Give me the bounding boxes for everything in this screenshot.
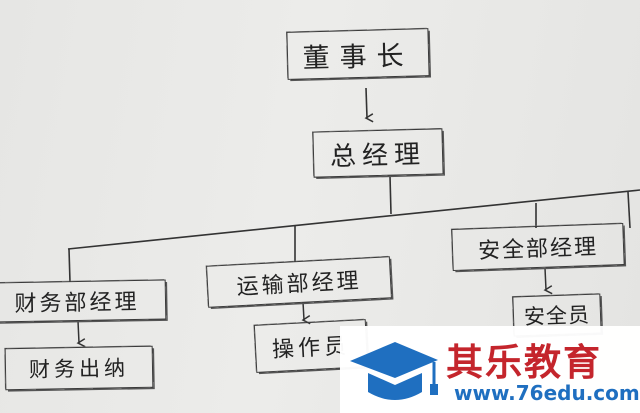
brand-name: 其乐教育	[446, 341, 602, 384]
safety-manager-box: 安全部经理	[451, 223, 625, 271]
connector-gm-down	[389, 175, 392, 215]
watermark: 其乐教育 www.76edu.com	[340, 326, 640, 413]
brand-url: www.76edu.com	[454, 381, 640, 405]
graduation-cap-icon	[350, 342, 438, 400]
arrow-finance-to-cashier	[76, 320, 86, 348]
general-manager-box: 总经理	[312, 128, 444, 178]
connector-horizontal-bar	[67, 189, 640, 250]
chairman-box: 董事长	[286, 28, 430, 80]
connector-right-edge	[627, 191, 631, 229]
arrow-chairman-to-gm	[364, 87, 374, 123]
finance-manager-box: 财务部经理	[0, 279, 167, 323]
arrow-transport-to-operator	[301, 301, 311, 325]
finance-cashier-box: 财务出纳	[4, 345, 154, 391]
connector-to-finance	[68, 248, 71, 283]
arrow-safety-to-officer	[543, 267, 553, 295]
